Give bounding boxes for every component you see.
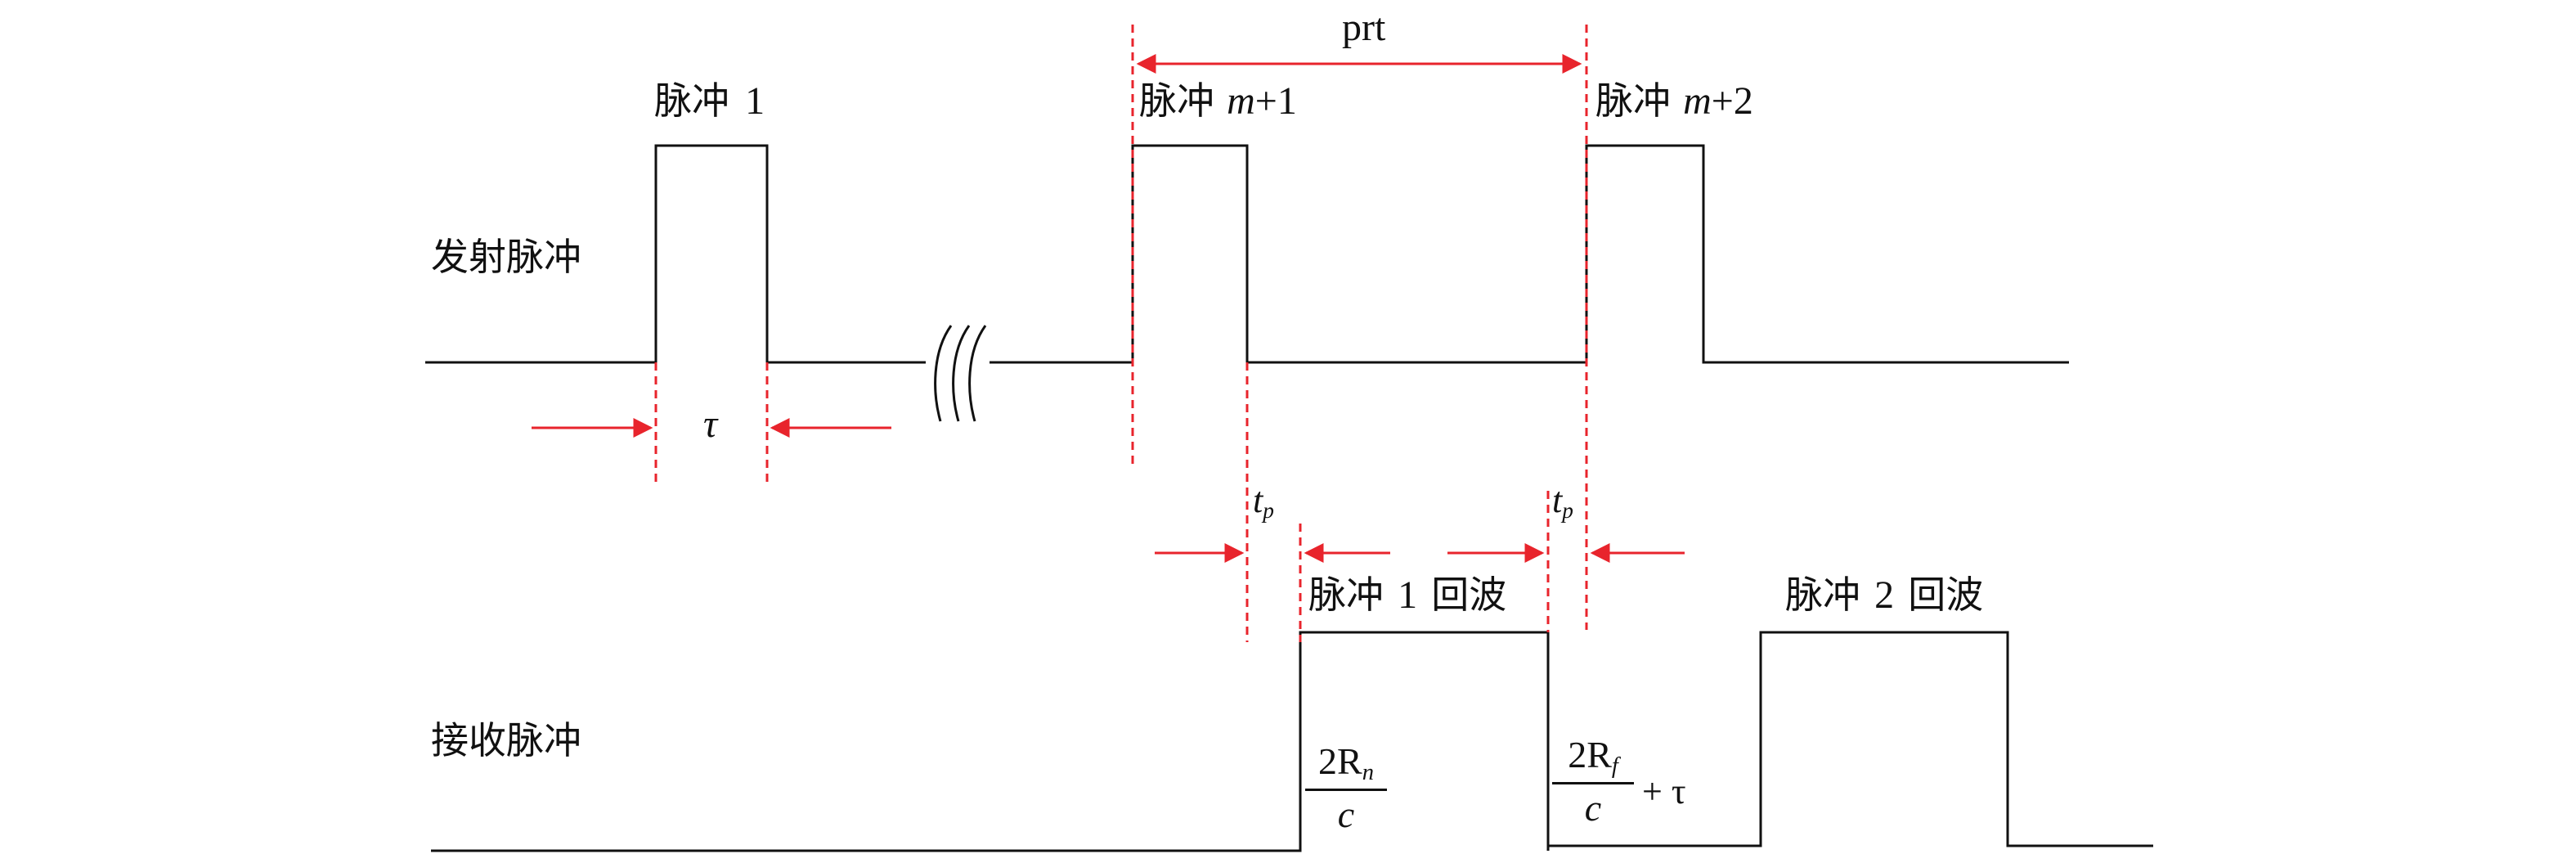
receive-waveform (431, 631, 2153, 852)
tp-label-1: tp (1253, 480, 1274, 523)
time-break-symbol (934, 325, 987, 422)
transmit-waveform-right (990, 144, 2069, 364)
near-range-delay-fraction: 2Rn c (1305, 740, 1387, 836)
far-range-delay-fraction: 2Rf c (1552, 734, 1634, 829)
pulse-1-label: 脉冲 1 (654, 79, 765, 123)
receive-row-label: 接收脉冲 (431, 718, 581, 762)
echo-2-label: 脉冲 2 回波 (1785, 573, 1984, 617)
pulse-m2-label: 脉冲 m+2 (1595, 79, 1753, 123)
tp-label-2: tp (1552, 480, 1573, 523)
tau-label: τ (703, 402, 718, 446)
far-range-plus-tau: + τ (1642, 771, 1686, 811)
echo-1-label: 脉冲 1 回波 (1308, 573, 1507, 617)
prt-label: prt (1342, 6, 1386, 49)
transmit-row-label: 发射脉冲 (431, 235, 581, 279)
transmit-waveform-left (425, 144, 926, 364)
pulse-m1-label: 脉冲 m+1 (1139, 79, 1297, 123)
